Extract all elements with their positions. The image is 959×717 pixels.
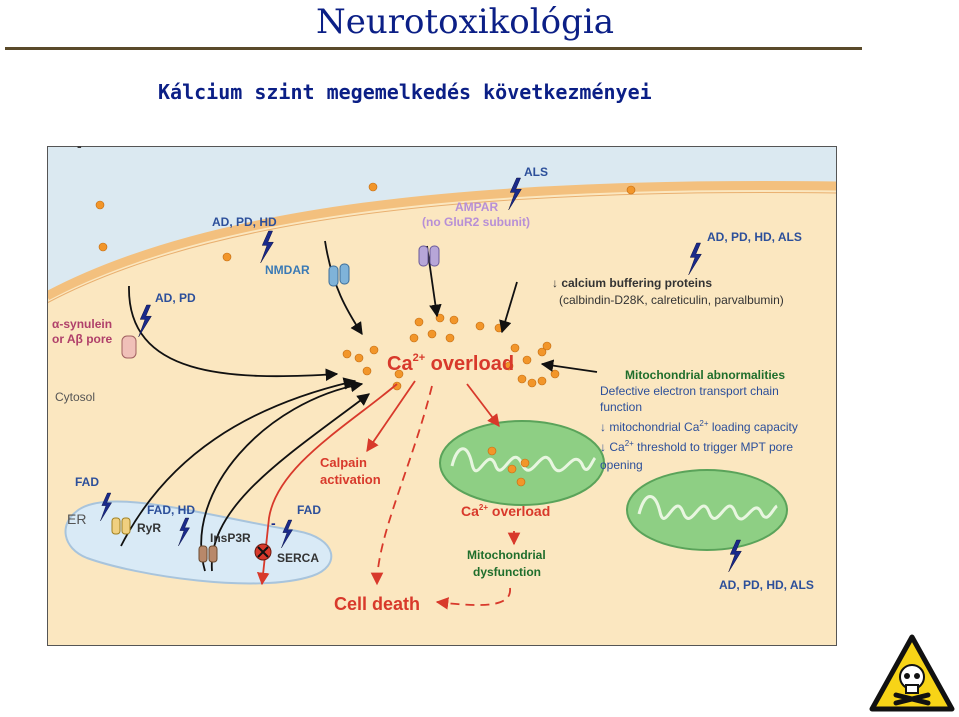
cell-death-label: Cell death [334, 594, 420, 614]
influx-arrows [120, 240, 598, 572]
ad-pd-hd-top-label: AD, PD, HD [212, 215, 277, 229]
calpain-label: Calpain [320, 455, 367, 470]
mito-item-3b: opening [600, 458, 643, 472]
ad-pd-hd-als-bottom-label: AD, PD, HD, ALS [719, 578, 814, 592]
cytosolic-calcium-ions [342, 313, 560, 391]
mito-item-1b: function [600, 400, 642, 414]
mito-ca-overload-label: Ca2+ overload [461, 503, 550, 519]
insp3r-label: InsP3R [210, 531, 251, 545]
ryr-channel [111, 517, 131, 535]
insp3r-channel [198, 545, 218, 563]
synuclein-label: α-synulein [52, 317, 112, 331]
ca-overload-label: Ca2+ overload [387, 352, 514, 375]
buffering-label: ↓ calcium buffering proteins [552, 276, 712, 290]
synuclein-pore [121, 335, 137, 359]
nmdar-label: NMDAR [265, 263, 310, 277]
fad-ryr-label: FAD [75, 475, 99, 489]
serca-minus-label: - [271, 515, 276, 531]
nmdar-channel [328, 263, 350, 287]
page-title: Neurotoxikológia [316, 2, 614, 42]
fad-hd-label: FAD, HD [147, 503, 195, 517]
ad-pd-left-label: AD, PD [155, 291, 196, 305]
ryr-label: RyR [137, 521, 161, 535]
toxic-warning-sign [868, 633, 956, 713]
extracellular-calcium-ions [95, 182, 636, 262]
serca-label: SERCA [277, 551, 319, 565]
mito-dysfunction-label-2: dysfunction [473, 565, 541, 579]
calcium-overload-diagram: - ER Cytosol [47, 146, 837, 646]
mito-dysfunction-label-1: Mitochondrial [467, 548, 546, 562]
activation-label: activation [320, 472, 381, 487]
cell-membrane [47, 180, 837, 300]
serca-pump-blocked-icon [254, 543, 272, 561]
mito-item-1: Defective electron transport chain [600, 384, 779, 398]
page-subtitle: Kálcium szint megemelkedés következménye… [158, 80, 652, 104]
buffering-list-label: (calbindin-D28K, calreticulin, parvalbum… [559, 293, 784, 307]
mito-item-3: ↓ Ca2+ threshold to trigger MPT pore [600, 439, 793, 454]
ampar-channel [418, 245, 440, 267]
ampar-note-label: (no GluR2 subunit) [422, 215, 530, 229]
mitochondrial-calcium-ions [487, 446, 530, 487]
skull-and-crossbones-icon [893, 664, 931, 706]
mito-abnormalities-title: Mitochondrial abnormalities [625, 368, 785, 382]
ampar-label: AMPAR [455, 200, 498, 214]
ad-pd-hd-als-top-label: AD, PD, HD, ALS [707, 230, 802, 244]
downstream-arrows [256, 380, 521, 610]
mito-item-2: ↓ mitochondrial Ca2+ loading capacity [600, 419, 798, 434]
fad-serca-label: FAD [297, 503, 321, 517]
mitochondrion-right [626, 469, 788, 551]
top-mark: - [77, 146, 82, 154]
cytosol-label: Cytosol [55, 390, 95, 404]
title-underline [5, 47, 862, 50]
abeta-pore-label: or Aβ pore [52, 332, 113, 346]
cell-membrane-inner [47, 191, 837, 304]
als-top-label: ALS [524, 165, 548, 179]
er-label: ER [67, 511, 86, 527]
